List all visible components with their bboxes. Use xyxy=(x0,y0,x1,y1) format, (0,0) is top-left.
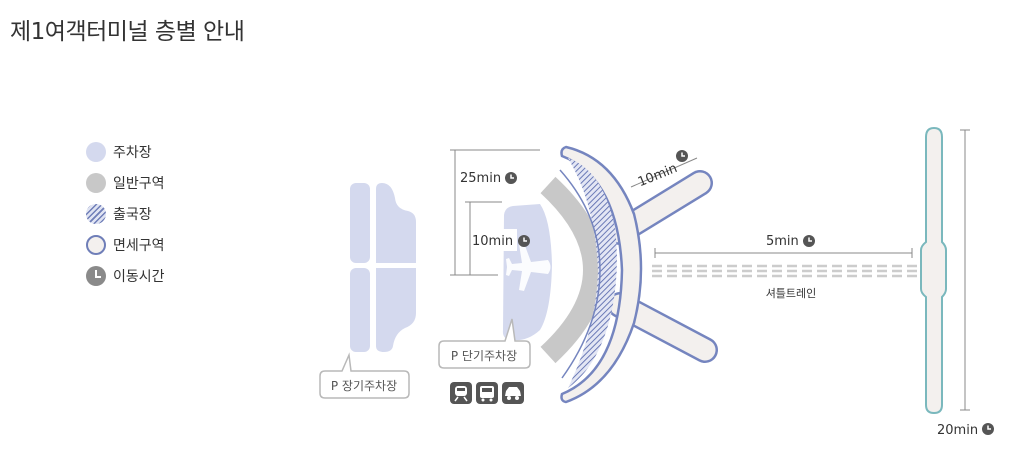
time-label-5min: 5min xyxy=(766,234,799,249)
legend-label: 출국장 xyxy=(113,206,152,223)
clock-icon xyxy=(675,149,689,163)
time-label-10min: 10min xyxy=(472,234,513,249)
distance-marker-20min: 20min xyxy=(937,129,995,438)
clock-icon xyxy=(504,171,518,185)
airplane-icon xyxy=(506,243,551,291)
short-term-parking-callout: P 단기주차장 xyxy=(438,318,531,369)
legend-item-general: 일반구역 xyxy=(86,167,165,198)
time-label-25min: 25min xyxy=(460,171,501,186)
train-icon xyxy=(450,382,472,404)
legend-label: 일반구역 xyxy=(113,175,165,192)
distance-marker-10min: 10min xyxy=(465,201,531,275)
distance-marker-5min: 5min xyxy=(654,232,913,258)
clock-icon xyxy=(981,422,995,436)
legend-label: 주차장 xyxy=(113,144,152,161)
legend-label: 면세구역 xyxy=(113,237,165,254)
general-area-swatch-icon xyxy=(86,172,106,193)
shuttle-train-track xyxy=(652,264,922,278)
short-term-parking-area xyxy=(502,204,552,341)
legend-item-dutyfree: 면세구역 xyxy=(86,229,165,260)
long-term-parking-label: P 장기주차장 xyxy=(331,379,397,393)
clock-icon xyxy=(86,265,106,286)
bus-icon xyxy=(476,382,498,404)
legend-item-time: 이동시간 xyxy=(86,260,165,291)
car-icon xyxy=(502,382,524,404)
legend-label: 이동시간 xyxy=(113,268,165,285)
distance-marker-25min: 25min xyxy=(450,149,540,276)
long-term-parking-callout: P 장기주차장 xyxy=(319,352,410,399)
shuttle-train-label: 셔틀트레인 xyxy=(766,287,817,300)
clock-icon xyxy=(802,234,816,248)
legend-item-parking: 주차장 xyxy=(86,136,165,167)
outline-swatch-icon xyxy=(86,234,106,255)
parking-swatch-icon xyxy=(86,141,106,162)
legend: 주차장 일반구역 출국장 면세구역 이동시간 xyxy=(86,136,165,291)
page-title: 제1여객터미널 층별 안내 xyxy=(10,19,245,45)
concourse-building xyxy=(920,126,947,415)
time-label-20min: 20min xyxy=(937,423,978,438)
long-term-parking-area xyxy=(350,183,416,352)
terminal-building xyxy=(540,145,643,404)
short-term-parking-label: P 단기주차장 xyxy=(451,349,517,363)
hatched-swatch-icon xyxy=(86,203,106,224)
legend-item-departure: 출국장 xyxy=(86,198,165,229)
clock-icon xyxy=(517,234,531,248)
